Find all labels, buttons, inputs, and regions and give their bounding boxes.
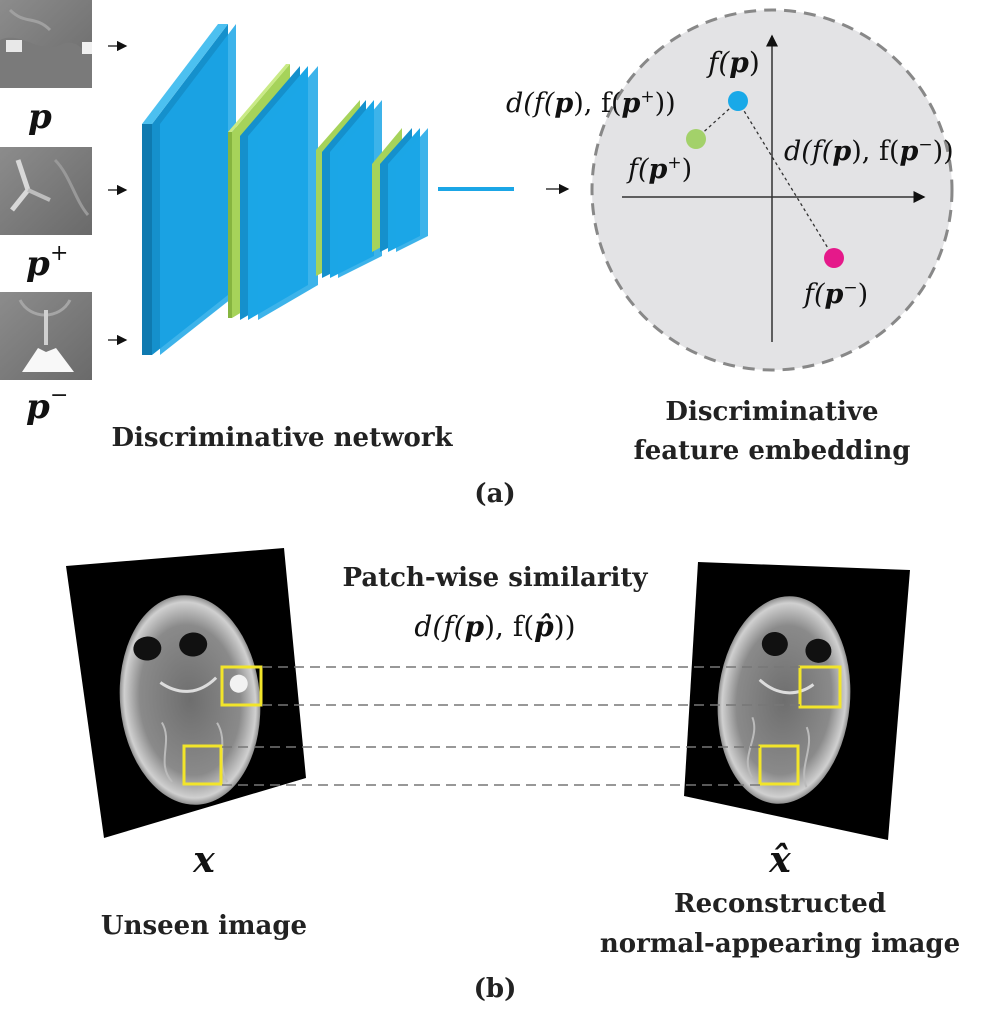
- input-highlight-box-top: [220, 665, 263, 707]
- similarity-formula: d(f(p), f(p̂)): [414, 610, 575, 643]
- patch-positive: [0, 147, 92, 235]
- panel-a: p p + p −: [0, 0, 954, 509]
- output-highlight-box-bottom: [758, 744, 800, 786]
- patch-label-anchor: p: [28, 97, 52, 137]
- input-highlight-box-bottom: [182, 744, 223, 786]
- patch-label-negative: p −: [26, 383, 68, 427]
- svg-text:p: p: [26, 244, 50, 284]
- correspondence-lines: [222, 666, 800, 786]
- label-f-anchor: f(p): [706, 46, 760, 79]
- output-symbol: x̂: [768, 839, 791, 881]
- output-caption-line2: normal-appearing image: [600, 929, 960, 959]
- panel-b: Patch-wise similarity d(f(p), f(p̂)) x U…: [66, 548, 960, 1004]
- label-f-positive: f(p+): [626, 153, 692, 185]
- point-positive: [686, 129, 706, 149]
- svg-text:−: −: [50, 383, 68, 408]
- dist-line-negative: [737, 100, 835, 259]
- label-dist-positive: d(f(p), f(p+)): [506, 87, 676, 119]
- patch-anchor: [0, 0, 92, 88]
- svg-text:+: +: [50, 241, 68, 266]
- patch-negative: [0, 292, 92, 380]
- svg-text:p: p: [26, 387, 50, 427]
- output-caption-line1: Reconstructed: [674, 889, 886, 919]
- point-anchor: [728, 91, 748, 111]
- label-dist-negative: d(f(p), f(p−)): [784, 135, 954, 167]
- embedding-space: f(p) d(f(p), f(p+)) f(p+) d(f(p), f(p−))…: [506, 8, 954, 372]
- label-f-negative: f(p−): [802, 278, 868, 310]
- panel-a-label: (a): [474, 479, 515, 509]
- input-mri-image: [66, 548, 306, 838]
- input-caption: Unseen image: [101, 911, 307, 941]
- network-caption: Discriminative network: [111, 423, 453, 453]
- panel-b-label: (b): [474, 974, 517, 1004]
- embedding-caption-line2: feature embedding: [634, 436, 911, 466]
- patch-label-positive: p +: [26, 241, 68, 284]
- similarity-title: Patch-wise similarity: [342, 563, 648, 593]
- output-highlight-box-top: [798, 665, 842, 709]
- input-symbol: x: [192, 839, 215, 881]
- point-negative: [824, 248, 844, 268]
- embedding-caption-line1: Discriminative: [665, 397, 878, 427]
- network-layers: [142, 24, 514, 355]
- output-mri-image: [684, 562, 910, 840]
